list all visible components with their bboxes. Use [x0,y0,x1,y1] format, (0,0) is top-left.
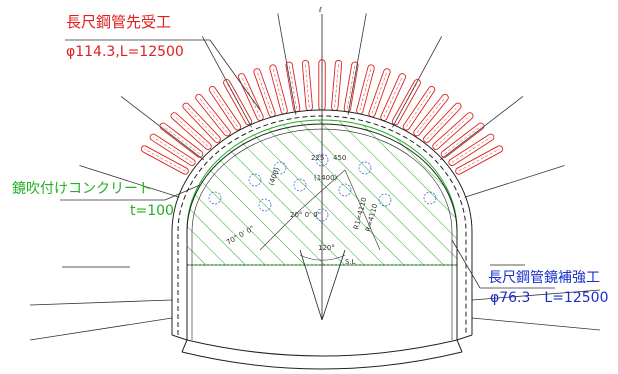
forepoling-pipe-axis [334,63,339,108]
dim-sl: S.L [345,258,356,266]
dim-1400: (1400) [314,174,338,182]
radial-line [347,13,367,115]
forepoling-pipe [238,73,264,121]
forepoling-title: 長尺鋼管先受工 [66,13,171,31]
forepoling-pipe-axis [383,76,403,118]
radial-line [439,96,524,161]
forepoling-spec: φ114.3,L=12500 [66,44,184,60]
forepoling-pipe [432,112,474,150]
forepoling-pipe [140,145,189,175]
forepoling-pipe-axis [451,137,491,163]
dim-450: 450 [333,154,346,162]
forepoling-pipe [253,68,276,118]
forepoling-pipe-axis [185,106,218,140]
dim-225: 225 [311,154,324,162]
radial-line [79,165,180,198]
forepoling-pipe [391,79,421,126]
forepoling-pipe-axis [226,82,249,122]
forepoling-pipe [423,102,462,143]
forepoling-pipe-axis [153,137,193,163]
forepoling-pipe [448,133,495,166]
radial-line [392,36,443,128]
forepoling-pipe [182,102,221,143]
face-reinf-spec: φ76.3 L=12500 [490,290,608,306]
radial-line [464,165,565,198]
leader-lines [60,39,555,289]
centerline-mark: ℓ [318,6,322,14]
dim-angle-20: 20° 0' 0" [290,211,321,219]
forepoling-pipe-axis [288,65,297,109]
forepoling-pipe [380,73,406,121]
face-dimension-lines [259,169,381,261]
forepoling-pipe [149,133,196,166]
forepoling-pipe-axis [198,97,228,133]
forepoling-pipe-axis [406,89,432,127]
side-line [471,289,601,301]
forepoling-pipe-axis [426,106,459,140]
forepoling-pipe-axis [371,71,388,114]
forepoling-pipe [440,122,485,158]
forepoling-pipe-axis [359,67,372,111]
forepoling-pipe [455,145,504,175]
dim-angle-120: 120° [318,244,335,252]
forepoling-pipe [402,86,436,131]
forepoling-pipes [140,59,504,175]
forepoling-pipe [208,86,242,131]
face-bolt-markers [208,153,437,222]
spring-line [62,264,525,268]
side-line [29,299,173,306]
forepoling-pipe-axis [305,63,310,108]
forepoling-pipe-axis [347,65,356,109]
forepoling-pipe-axis [458,148,500,172]
forepoling-pipe [195,93,231,137]
radial-line [277,13,297,115]
forepoling-pipe-axis [163,126,200,155]
forepoling-pipe [413,93,449,137]
centerline [299,14,346,321]
forepoling-pipe [159,122,204,158]
forepoling-pipe-axis [395,82,418,122]
forepoling-pipe-axis [435,115,471,147]
forepoling-pipe [223,79,253,126]
forepoling-pipe-axis [416,97,446,133]
shotcrete-title: 鏡吹付けコンクリート [12,181,152,197]
radial-line [201,36,252,128]
face-reinf-title: 長尺鋼管鏡補強工 [488,270,600,286]
forepoling-pipe-axis [256,71,273,114]
radial-line [120,96,205,161]
shotcrete-spec: t=100 [130,203,174,219]
side-line [29,317,173,341]
forepoling-pipe-axis [173,115,209,147]
forepoling-pipe-axis [272,67,285,111]
side-line [471,317,601,331]
forepoling-pipe-axis [144,148,186,172]
forepoling-pipe [170,112,212,150]
forepoling-pipe [269,64,288,115]
forepoling-pipe-axis [212,89,238,127]
forepoling-pipe-axis [444,126,481,155]
